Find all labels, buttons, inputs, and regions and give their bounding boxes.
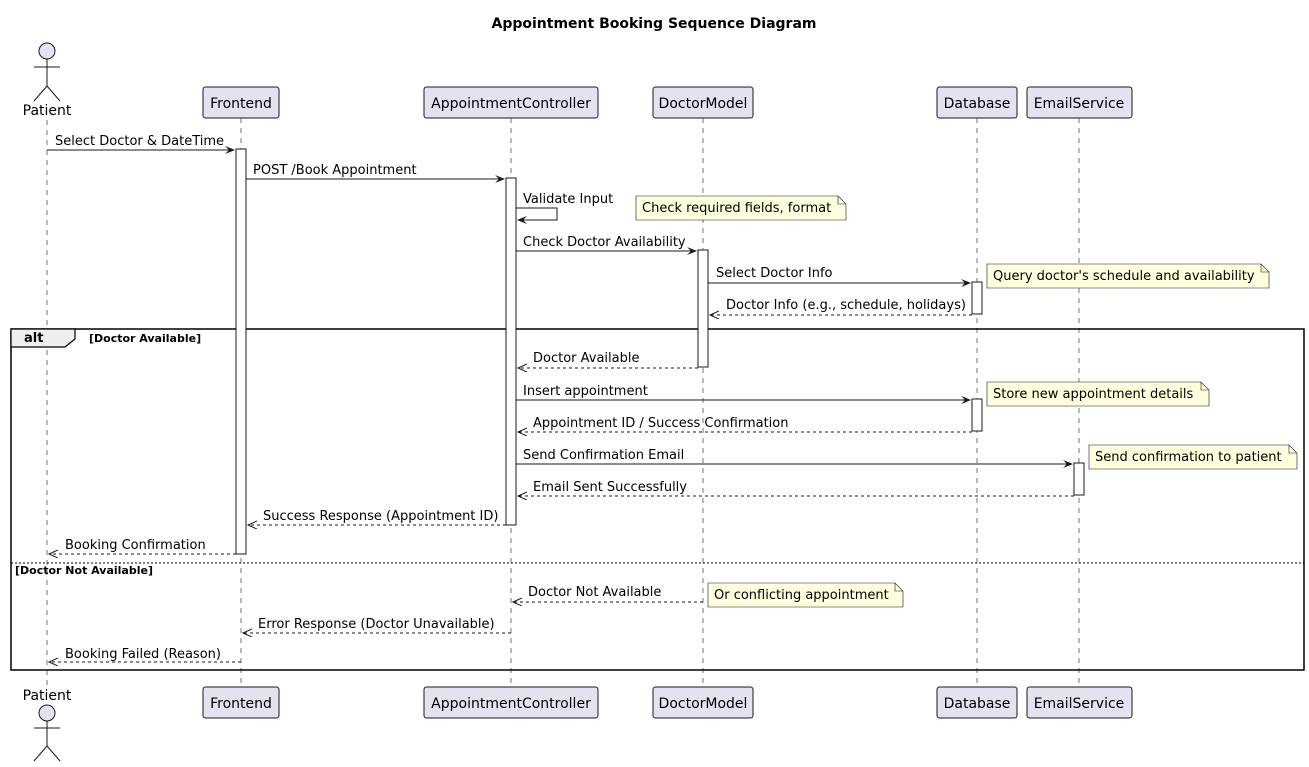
alt-guard-available: [Doctor Available]	[89, 332, 201, 345]
svg-text:Database: Database	[944, 696, 1011, 712]
patient-label-top: Patient	[23, 103, 72, 119]
message-arrow-3	[516, 207, 558, 224]
participant-patient-bottom: Patient	[23, 688, 72, 762]
participant-email-service-bottom: EmailService	[1026, 686, 1133, 719]
svg-text:EmailService: EmailService	[1034, 96, 1125, 112]
note-2-text: Query doctor's schedule and availability	[993, 269, 1255, 284]
note-4-text: Send confirmation to patient	[1095, 450, 1282, 465]
message-label-3: Validate Input	[523, 192, 613, 207]
message-label-2: POST /Book Appointment	[253, 163, 417, 178]
activation-doctor-model	[697, 249, 709, 368]
diagram-title: Appointment Booking Sequence Diagram	[492, 16, 817, 32]
alt-fragment: alt [Doctor Available] [Doctor Not Avail…	[10, 328, 1305, 671]
message-label-14: Doctor Not Available	[528, 585, 661, 600]
message-label-16: Booking Failed (Reason)	[65, 647, 221, 662]
activation-frontend	[235, 148, 247, 555]
message-label-1: Select Doctor & DateTime	[55, 134, 224, 149]
svg-text:Frontend: Frontend	[210, 96, 272, 112]
note-4: Send confirmation to patient	[1088, 444, 1298, 470]
patient-label-bottom: Patient	[23, 688, 72, 704]
note-1-text: Check required fields, format	[642, 201, 831, 216]
message-label-11: Email Sent Successfully	[533, 480, 687, 495]
participant-email-service-top: EmailService	[1026, 86, 1133, 119]
svg-text:DoctorModel: DoctorModel	[659, 696, 748, 712]
activation-controller	[505, 177, 517, 526]
participant-doctor-model-bottom: DoctorModel	[652, 686, 754, 719]
activation-database-2	[971, 398, 983, 432]
activation-email-service	[1073, 462, 1085, 496]
message-label-9: Appointment ID / Success Confirmation	[533, 416, 789, 431]
participant-frontend-bottom: Frontend	[202, 686, 280, 719]
activation-database-1	[971, 281, 983, 315]
svg-text:DoctorModel: DoctorModel	[659, 96, 748, 112]
svg-text:Frontend: Frontend	[210, 696, 272, 712]
note-3-text: Store new appointment details	[993, 387, 1194, 402]
svg-text:Database: Database	[944, 96, 1011, 112]
alt-keyword: alt	[24, 331, 43, 346]
participant-doctor-model-top: DoctorModel	[652, 86, 754, 119]
alt-guard-not-available: [Doctor Not Available]	[15, 564, 153, 577]
participant-database-bottom: Database	[936, 686, 1018, 719]
participant-frontend-top: Frontend	[202, 86, 280, 119]
note-5: Or conflicting appointment	[707, 582, 904, 608]
message-label-8: Insert appointment	[523, 384, 648, 399]
participant-controller-top: AppointmentController	[423, 86, 599, 119]
message-label-4: Check Doctor Availability	[523, 235, 686, 250]
svg-text:EmailService: EmailService	[1034, 696, 1125, 712]
message-label-12: Success Response (Appointment ID)	[263, 509, 498, 524]
note-1: Check required fields, format	[635, 195, 847, 221]
svg-text:AppointmentController: AppointmentController	[431, 96, 591, 112]
message-label-5: Select Doctor Info	[716, 266, 833, 281]
message-label-7: Doctor Available	[533, 351, 639, 366]
message-label-10: Send Confirmation Email	[523, 448, 684, 463]
participant-database-top: Database	[936, 86, 1018, 119]
message-label-13: Booking Confirmation	[65, 538, 206, 553]
note-5-text: Or conflicting appointment	[714, 588, 889, 603]
note-3: Store new appointment details	[986, 381, 1210, 407]
message-label-6: Doctor Info (e.g., schedule, holidays)	[726, 298, 966, 313]
svg-text:AppointmentController: AppointmentController	[431, 696, 591, 712]
note-2: Query doctor's schedule and availability	[986, 263, 1270, 289]
participant-controller-bottom: AppointmentController	[423, 686, 599, 719]
participant-patient-top: Patient	[23, 42, 72, 119]
message-label-15: Error Response (Doctor Unavailable)	[258, 617, 495, 632]
